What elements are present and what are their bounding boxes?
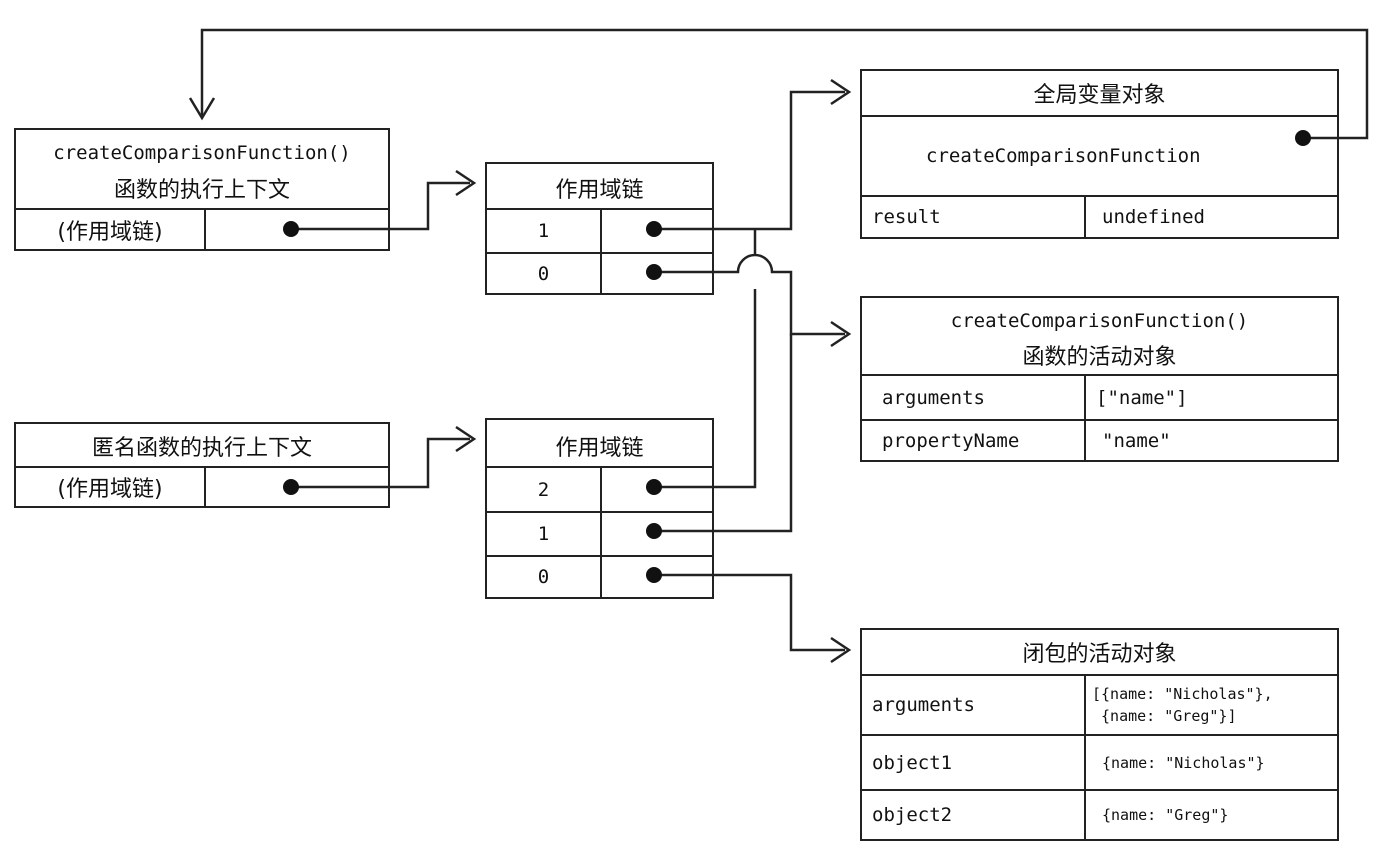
activation-title-cn: 函数的活动对象 [1022, 345, 1177, 370]
closure-row: arguments [{name: "Nicholas"}, {name: "G… [862, 674, 1337, 734]
scope-chain-row: (作用域链) [16, 466, 388, 506]
scope-chain-index: 0 [537, 262, 550, 285]
scope-chain-title: 作用域链 [555, 178, 644, 203]
global-function-row: createComparisonFunction [862, 115, 1337, 195]
arrowhead [830, 636, 852, 664]
scope-chain-row: (作用域链) [16, 208, 388, 249]
context-title-cn: 匿名函数的执行上下文 [91, 436, 312, 461]
scope-chain-entry: 2 [487, 466, 712, 511]
global-variable-object: 全局变量对象 createComparisonFunction result u… [860, 69, 1339, 239]
closure-value-line: {name: "Greg"}] [1092, 707, 1237, 725]
context-box-create-comparison: createComparisonFunction() 函数的执行上下文 (作用域… [14, 128, 390, 251]
closure-value: [{name: "Nicholas"}, {name: "Greg"}] [1084, 676, 1337, 734]
scope-chain-pointer-cell [204, 468, 388, 506]
scope-chain-label: (作用域链) [57, 477, 163, 502]
arrowhead [830, 78, 852, 106]
global-var-row: result undefined [862, 195, 1337, 237]
scope-chain-entry: 0 [487, 252, 712, 293]
closure-row: object1 {name: "Nicholas"} [862, 734, 1337, 789]
scope-chain-pointer-cell [600, 254, 712, 293]
scope-chain-pointer-cell [600, 468, 712, 511]
scope-chain-pointer-cell [600, 557, 712, 597]
scope-chain-label: (作用域链) [57, 219, 163, 245]
global-var-key: result [872, 206, 941, 228]
arrowhead [830, 320, 852, 348]
scope-chain-pointer-cell [600, 513, 712, 555]
scope-chain-pointer-cell [204, 210, 388, 249]
closure-value: {name: "Greg"} [1084, 791, 1337, 839]
scope-chain-entry: 1 [487, 511, 712, 555]
activation-row: propertyName "name" [862, 419, 1337, 460]
global-function-name: createComparisonFunction [926, 145, 1201, 167]
activation-key: arguments [882, 386, 985, 409]
closure-key: object2 [872, 804, 953, 826]
arrowhead [188, 97, 216, 121]
scope-chain-index: 2 [537, 478, 550, 501]
context-box-anonymous: 匿名函数的执行上下文 (作用域链) [14, 422, 390, 508]
closure-activation-object: 闭包的活动对象 arguments [{name: "Nicholas"}, {… [860, 628, 1339, 841]
activation-title-func: createComparisonFunction() [950, 310, 1249, 332]
scope-chain-index: 1 [537, 523, 550, 545]
closure-value: {name: "Nicholas"} [1084, 736, 1337, 789]
arrowhead [455, 425, 477, 453]
activation-object: createComparisonFunction() 函数的活动对象 argum… [860, 296, 1339, 462]
closure-key: object1 [872, 751, 953, 774]
activation-value: ["name"] [1084, 376, 1337, 419]
scope-chain-title: 作用域链 [555, 436, 644, 461]
scope-chain-entry: 1 [487, 208, 712, 252]
scope-chain-index: 1 [537, 220, 550, 242]
scope-chain-pointer-cell [600, 210, 712, 252]
global-var-value: undefined [1084, 197, 1337, 237]
context-title-func: createComparisonFunction() [53, 142, 351, 164]
scope-chain-box-2: 作用域链 2 1 0 [485, 418, 714, 599]
scope-chain-entry: 0 [487, 555, 712, 597]
context-title-cn: 函数的执行上下文 [113, 178, 290, 203]
arrowhead [455, 169, 477, 197]
scope-chain-box-1: 作用域链 1 0 [485, 162, 714, 295]
activation-key: propertyName [882, 429, 1020, 452]
activation-row: arguments ["name"] [862, 374, 1337, 419]
closure-row: object2 {name: "Greg"} [862, 789, 1337, 839]
scope-chain-index: 0 [537, 566, 550, 588]
activation-value: "name" [1084, 421, 1337, 460]
closure-value-line: [{name: "Nicholas"}, [1092, 685, 1273, 703]
global-object-title: 全局变量对象 [1033, 83, 1166, 108]
closure-object-title: 闭包的活动对象 [1022, 642, 1177, 667]
closure-key: arguments [872, 694, 975, 716]
